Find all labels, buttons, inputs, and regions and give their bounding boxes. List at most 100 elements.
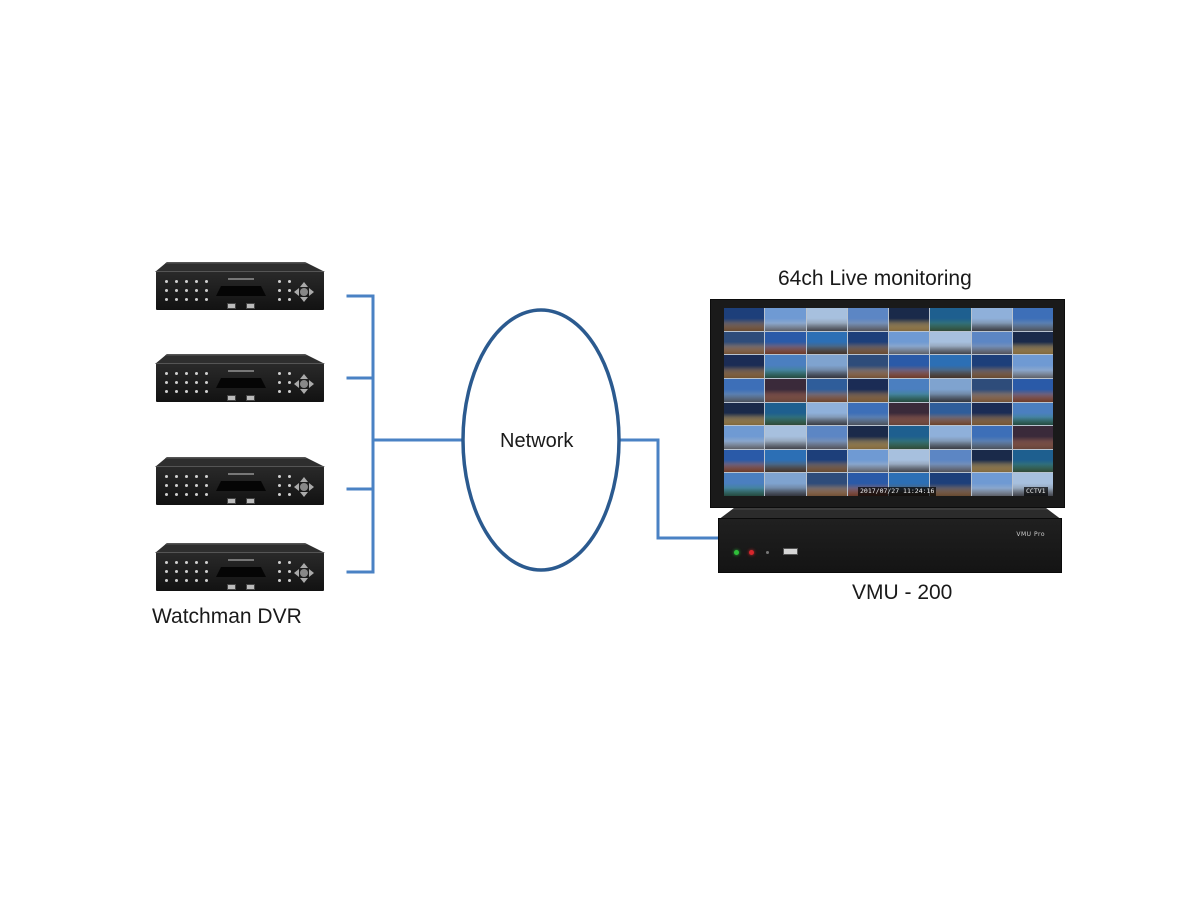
dvr-function-button (278, 390, 281, 393)
dvr-channel-button (185, 298, 188, 301)
dvr-channel-button (185, 372, 188, 375)
osd-channel: CCTV1 (1024, 487, 1048, 496)
dvr-channel-button (185, 475, 188, 478)
dvr-channel-button (185, 493, 188, 496)
dvr-function-button (288, 561, 291, 564)
dvr-channel-button (195, 280, 198, 283)
dvr-display (216, 378, 266, 388)
dvr-top-cover (155, 457, 325, 467)
dvr-channel-button (165, 390, 168, 393)
dvr-function-button (278, 475, 281, 478)
usb-port-icon (246, 303, 255, 309)
usb-port-icon (227, 584, 236, 590)
camera-channel-tile (806, 473, 847, 496)
dvr-panel-text (228, 370, 254, 372)
dvr-front-panel (156, 466, 324, 505)
camera-channel-tile (971, 426, 1012, 449)
camera-channel-tile (765, 308, 806, 331)
camera-channel-tile (806, 355, 847, 378)
dvr-channel-button (165, 570, 168, 573)
dvr-channel-button (185, 561, 188, 564)
camera-channel-tile (971, 449, 1012, 473)
dvr-panel-text (228, 559, 254, 561)
camera-channel-tile (971, 355, 1012, 378)
dvr-channel-button (195, 493, 198, 496)
camera-channel-tile (1012, 378, 1053, 402)
monitor: 2017/07/27 11:24:16 CCTV1 (710, 299, 1065, 508)
dvr-function-button (288, 579, 291, 582)
dvr-channel-button (175, 579, 178, 582)
dvr-channel-button (205, 289, 208, 292)
dvr-function-button (278, 484, 281, 487)
dvr-channel-button (185, 390, 188, 393)
dpad-icon (294, 282, 314, 302)
dvr-channel-button (195, 298, 198, 301)
camera-channel-tile (971, 402, 1012, 426)
dvr-channel-button (185, 484, 188, 487)
dpad-icon (294, 563, 314, 583)
dvr-function-button (288, 289, 291, 292)
dvr-channel-button (205, 484, 208, 487)
reset-hole-icon (766, 551, 769, 554)
camera-channel-tile (765, 449, 806, 473)
vmu-top-cover (718, 508, 1062, 520)
dvr-channel-button (165, 484, 168, 487)
usb-port-icon (227, 303, 236, 309)
camera-channel-tile (806, 426, 847, 449)
dvr-top-cover (155, 262, 325, 272)
dvr-channel-button (165, 280, 168, 283)
camera-channel-tile (847, 308, 888, 331)
dpad-icon (294, 374, 314, 394)
camera-channel-tile (806, 331, 847, 355)
dvr-channel-button (185, 280, 188, 283)
camera-channel-tile (930, 473, 971, 496)
dvr-channel-button (205, 475, 208, 478)
watchman-dvr-unit (155, 543, 325, 592)
camera-channel-tile (971, 308, 1012, 331)
camera-channel-tile (847, 355, 888, 378)
usb-port-icon (246, 395, 255, 401)
camera-channel-tile (1012, 331, 1053, 355)
usb-port-icon (246, 498, 255, 504)
camera-channel-tile (724, 308, 765, 331)
dvr-channel-button (175, 570, 178, 573)
camera-channel-tile (724, 426, 765, 449)
dvr-channel-button (195, 579, 198, 582)
dvr-channel-button (165, 475, 168, 478)
dvr-function-button (288, 280, 291, 283)
dvr-channel-button (175, 280, 178, 283)
dvr-function-button (288, 298, 291, 301)
camera-channel-tile (765, 331, 806, 355)
dvr-channel-button (165, 561, 168, 564)
dvr-function-button (278, 579, 281, 582)
camera-channel-tile (847, 426, 888, 449)
camera-channel-tile (847, 402, 888, 426)
vmu-brand: VMU Pro (1016, 531, 1045, 538)
dvr-channel-button (175, 484, 178, 487)
camera-channel-tile (724, 473, 765, 496)
camera-channel-tile (971, 331, 1012, 355)
dvr-channel-button (205, 298, 208, 301)
camera-channel-tile (1012, 355, 1053, 378)
status-led-icon (749, 550, 754, 555)
camera-channel-tile (930, 378, 971, 402)
dvr-channel-button (205, 372, 208, 375)
dvr-function-button (278, 493, 281, 496)
dvr-channel-button (195, 372, 198, 375)
dvr-channel-button (185, 570, 188, 573)
wire-network-to-vmu (618, 438, 720, 540)
camera-channel-tile (765, 473, 806, 496)
dvr-channel-button (195, 570, 198, 573)
camera-channel-tile (930, 308, 971, 331)
dpad-icon (294, 477, 314, 497)
camera-channel-tile (806, 449, 847, 473)
dvr-channel-button (205, 493, 208, 496)
osd-timestamp: 2017/07/27 11:24:16 (858, 487, 937, 496)
camera-channel-tile (724, 402, 765, 426)
camera-channel-tile (724, 355, 765, 378)
usb-port-icon (227, 395, 236, 401)
camera-channel-tile (930, 402, 971, 426)
camera-channel-tile (847, 331, 888, 355)
camera-channel-tile (889, 426, 930, 449)
camera-channel-tile (1012, 308, 1053, 331)
